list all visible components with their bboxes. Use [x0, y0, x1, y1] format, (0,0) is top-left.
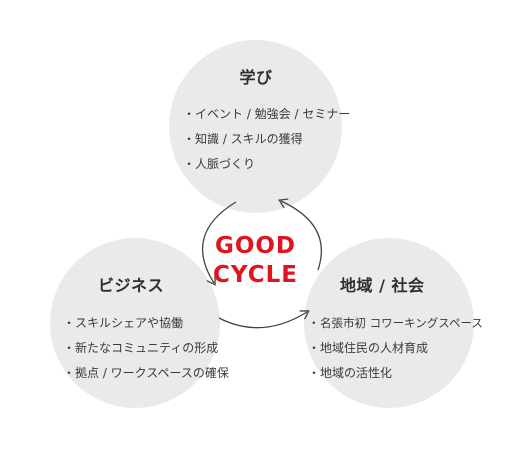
business-circle: [50, 238, 220, 408]
community-title: 地域 / 社会: [340, 276, 425, 295]
learning-list: ・イベント / 勉強会 / セミナー ・知識 / スキルの獲得 ・人脈づくり: [183, 102, 350, 177]
list-item: ・知識 / スキルの獲得: [183, 127, 350, 152]
bullet-icon: ・: [183, 132, 196, 146]
learning-title: 学び: [239, 68, 273, 87]
list-item: ・名張市初 コワーキングスペース: [308, 311, 483, 336]
arrow-business-to-community: [218, 312, 307, 329]
list-item: ・拠点 / ワークスペースの確保: [63, 361, 229, 386]
arrow-community-to-learning: [281, 201, 322, 271]
list-item: ・スキルシェアや協働: [63, 311, 229, 336]
bullet-icon: ・: [308, 366, 321, 380]
center-label-good: GOOD: [214, 233, 297, 259]
bullet-icon: ・: [183, 157, 196, 171]
business-title: ビジネス: [98, 276, 165, 295]
center-label-cycle: CYCLE: [213, 262, 298, 288]
community-circle: [304, 238, 474, 408]
business-list: ・スキルシェアや協働 ・新たなコミュニティの形成 ・拠点 / ワークスペースの確…: [63, 311, 229, 386]
bullet-icon: ・: [63, 316, 76, 330]
learning-circle: [169, 40, 342, 213]
list-item: ・イベント / 勉強会 / セミナー: [183, 102, 350, 127]
list-item: ・人脈づくり: [183, 152, 350, 177]
list-item: ・新たなコミュニティの形成: [63, 336, 229, 361]
list-item: ・地域の活性化: [308, 361, 483, 386]
community-list: ・名張市初 コワーキングスペース ・地域住民の人材育成 ・地域の活性化: [308, 311, 483, 386]
bullet-icon: ・: [308, 341, 321, 355]
bullet-icon: ・: [183, 107, 196, 121]
list-item: ・地域住民の人材育成: [308, 336, 483, 361]
arrow-learning-to-business: [201, 201, 237, 283]
bullet-icon: ・: [308, 316, 320, 330]
bullet-icon: ・: [63, 341, 76, 355]
bullet-icon: ・: [63, 366, 76, 380]
